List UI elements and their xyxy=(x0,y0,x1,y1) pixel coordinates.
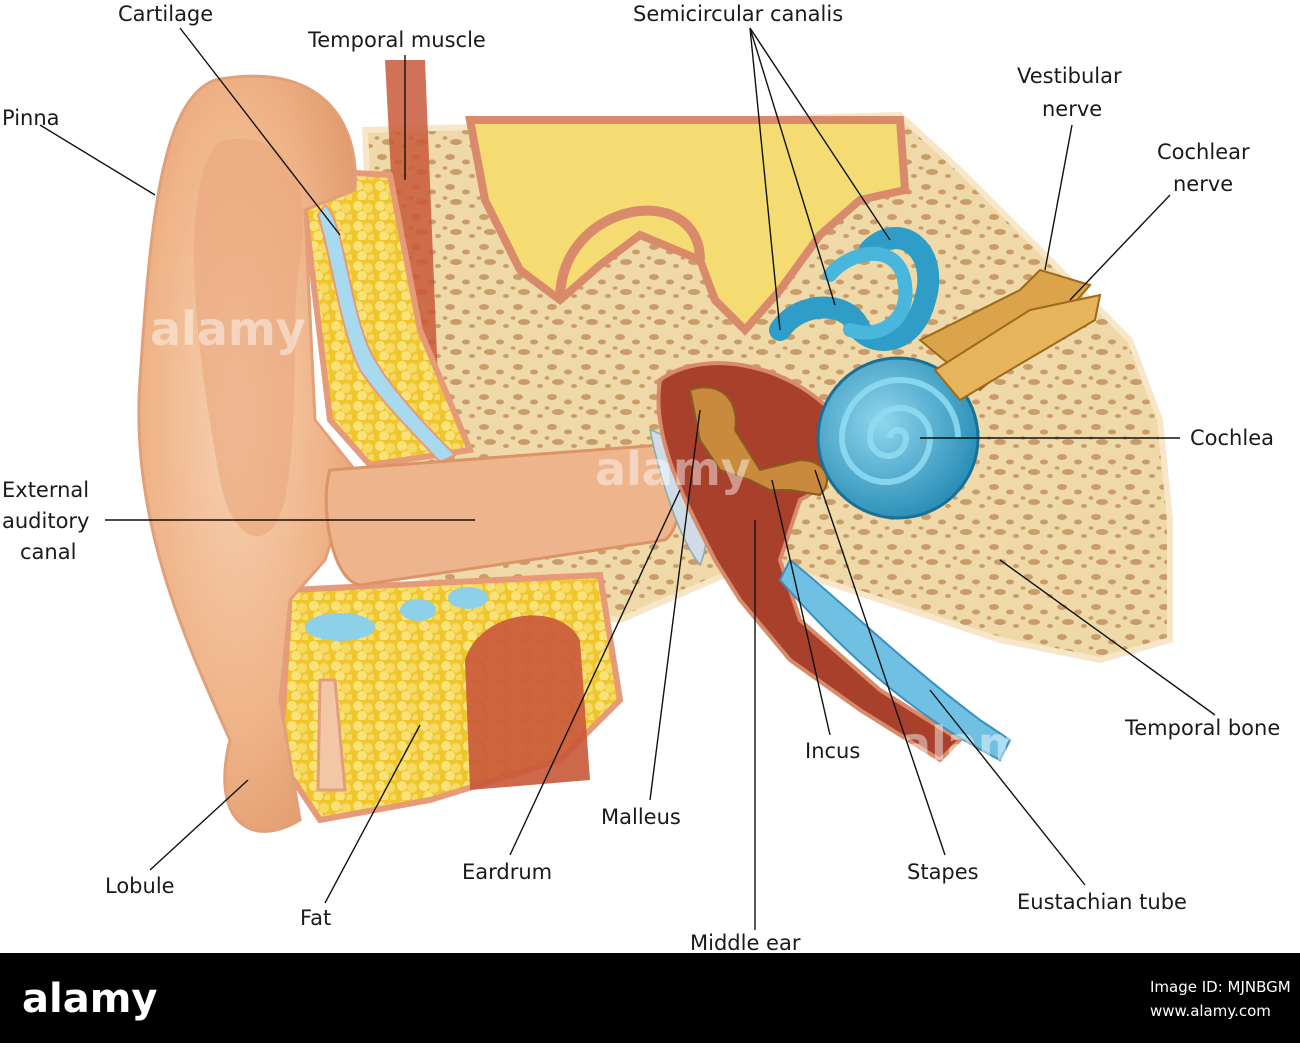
leader-eardrum xyxy=(509,489,681,856)
cochlear-nerve-shape xyxy=(933,293,1102,402)
footer-logo: alamy xyxy=(22,976,157,1022)
leader-lobule xyxy=(149,779,249,871)
watermark-2: alamy xyxy=(595,442,751,496)
label-incus: Incus xyxy=(805,739,860,763)
leader-pinna xyxy=(39,124,156,196)
leader-lines xyxy=(39,27,1216,930)
leader-malleus xyxy=(649,409,701,801)
leader-fat xyxy=(324,724,421,904)
brain-fold xyxy=(555,205,705,301)
inner-ear xyxy=(769,227,980,520)
label-eustachian-tube: Eustachian tube xyxy=(1017,890,1187,914)
leader-incus xyxy=(771,479,831,736)
labels: Cartilage Temporal muscle Semicircular c… xyxy=(2,2,1280,955)
cartilage-lower-blob-3 xyxy=(448,587,488,609)
nerves xyxy=(918,268,1102,402)
label-external-1: External xyxy=(2,478,89,502)
leader-cochlear xyxy=(1069,194,1171,301)
fat-upper-shape xyxy=(296,166,475,469)
label-temporal-bone: Temporal bone xyxy=(1124,716,1280,740)
ear-illustration: alamy alamy alamy xyxy=(137,60,1173,833)
ossicles-shape xyxy=(688,386,829,497)
label-external-2: auditory xyxy=(2,509,90,533)
label-malleus: Malleus xyxy=(601,805,681,829)
footer-site: www.alamy.com xyxy=(1150,1002,1271,1020)
label-middle-ear: Middle ear xyxy=(690,931,801,955)
eustachian-tube-shape xyxy=(778,558,1012,762)
label-cartilage: Cartilage xyxy=(118,2,213,26)
cochlea-spiral xyxy=(838,377,961,485)
leader-cartilage xyxy=(179,27,341,236)
label-lobule: Lobule xyxy=(105,874,175,898)
lobule-fold xyxy=(316,678,347,792)
label-vestibular-1: Vestibular xyxy=(1017,64,1122,88)
label-cochlear-1: Cochlear xyxy=(1157,140,1250,164)
footer-background xyxy=(0,953,1300,1043)
leader-semicircular-1 xyxy=(749,27,781,331)
leader-semicircular-2 xyxy=(749,27,836,306)
lower-muscle-shape xyxy=(465,615,590,790)
label-external-3: canal xyxy=(20,540,76,564)
cartilage-upper-shape xyxy=(316,203,457,464)
pinna-inner-fold xyxy=(194,139,304,537)
label-temporal-muscle: Temporal muscle xyxy=(307,28,486,52)
watermark-1: alamy xyxy=(150,302,306,356)
footer-image-id: Image ID: MJNBGM xyxy=(1150,978,1291,996)
label-fat: Fat xyxy=(300,906,331,930)
leader-temporal-bone xyxy=(999,559,1216,716)
label-pinna: Pinna xyxy=(2,106,60,130)
label-semicircular-canalis: Semicircular canalis xyxy=(633,2,843,26)
cartilage-lower-blob-2 xyxy=(400,599,436,621)
leader-eustachian xyxy=(929,689,1086,886)
footer-banner: alamy Image ID: MJNBGM www.alamy.com xyxy=(0,953,1300,1043)
label-stapes: Stapes xyxy=(907,860,979,884)
semicircular-canal-loop xyxy=(823,246,913,340)
leader-semicircular-3 xyxy=(749,27,891,241)
watermark-3: alamy xyxy=(900,717,1056,771)
leader-stapes xyxy=(814,469,946,856)
cartilage-lower-blob-1 xyxy=(305,613,375,641)
leader-vestibular xyxy=(1044,124,1073,271)
label-eardrum: Eardrum xyxy=(462,860,552,884)
label-cochlear-2: nerve xyxy=(1173,172,1233,196)
label-vestibular-2: nerve xyxy=(1042,97,1102,121)
label-cochlea: Cochlea xyxy=(1190,426,1274,450)
semicircular-canal-shape xyxy=(769,227,940,351)
